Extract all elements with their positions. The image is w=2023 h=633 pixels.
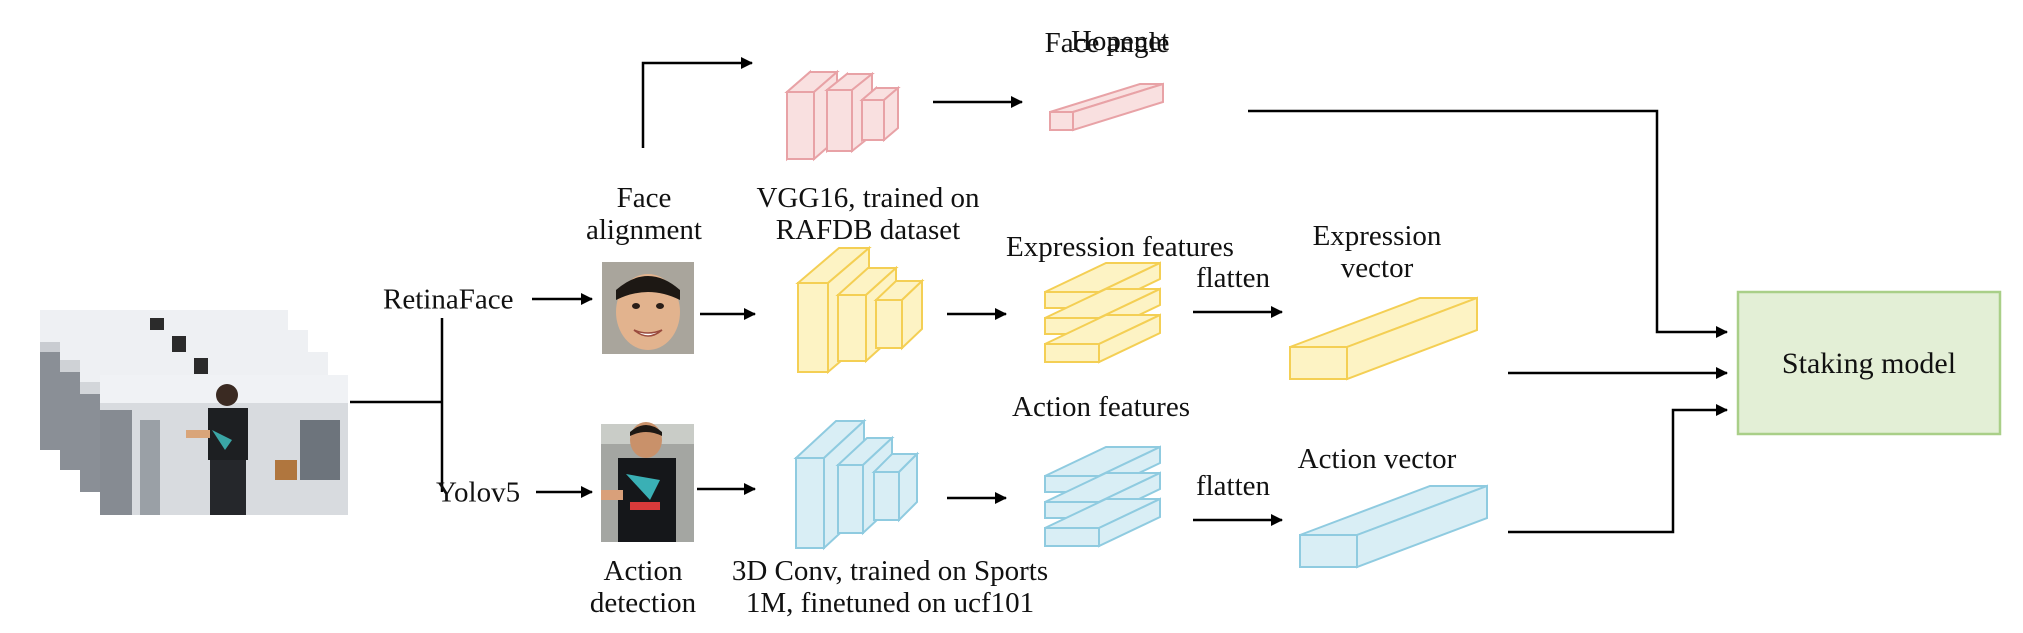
expression-features-block xyxy=(1044,261,1161,364)
action-vector-block xyxy=(1299,484,1488,569)
action-detection-line-1: Action xyxy=(603,555,683,587)
video-frame-4 xyxy=(100,375,348,515)
face-alignment-to-hopenet-arrow xyxy=(641,57,753,148)
action-vector-to-staking-arrow xyxy=(1508,404,1728,534)
face-crop-thumbnail xyxy=(602,262,694,354)
expression-features-label: Expression features xyxy=(1006,231,1234,263)
vgg16-network-block xyxy=(795,245,925,375)
expression-vector-line-2: vector xyxy=(1340,251,1414,284)
expression-vector-line-1: Expression xyxy=(1312,220,1442,252)
conv3d-network-block xyxy=(793,418,920,551)
hopenet-label: Hopenet xyxy=(1070,25,1170,57)
face-angle-title: Face angle xyxy=(1044,27,1170,59)
face-angle-vector-block xyxy=(1049,82,1164,132)
staking-model-box xyxy=(1736,290,2002,436)
face-angle-to-staking-arrow xyxy=(1248,109,1728,338)
face-alignment-line-1: Face xyxy=(616,182,672,214)
action-features-label: Action features xyxy=(1012,391,1190,423)
vgg-caption: VGG16, trained on RAFDB dataset xyxy=(756,182,980,247)
action-vector-label: Action vector xyxy=(1297,443,1457,475)
hopenet-network-block xyxy=(784,69,901,162)
video-frames-thumbnail xyxy=(40,310,348,515)
retinaface-label: RetinaFace xyxy=(383,283,514,316)
face-alignment-label: Face alignment xyxy=(586,182,702,247)
flatten-top-label: flatten xyxy=(1195,262,1271,294)
action-features-block xyxy=(1044,445,1161,548)
action-detection-line-2: detection xyxy=(589,586,697,619)
yolov5-label: Yolov5 xyxy=(436,476,521,509)
expression-vector-block xyxy=(1289,296,1478,381)
connector-lines xyxy=(350,57,1728,534)
staking-model-label: Staking model xyxy=(1781,347,1957,380)
vgg-caption-line-2: RAFDB dataset xyxy=(775,213,961,246)
conv3d-caption-line-1: 3D Conv, trained on Sports xyxy=(731,555,1049,587)
action-detection-label: Action detection xyxy=(589,555,697,620)
flatten-bottom-label: flatten xyxy=(1195,470,1271,502)
conv3d-caption: 3D Conv, trained on Sports 1M, finetuned… xyxy=(731,555,1049,620)
person-crop-thumbnail xyxy=(601,422,694,542)
face-alignment-line-2: alignment xyxy=(586,213,702,246)
expression-vector-label: Expression vector xyxy=(1312,220,1442,285)
vgg-caption-line-1: VGG16, trained on xyxy=(756,182,980,214)
conv3d-caption-line-2: 1M, finetuned on ucf101 xyxy=(745,586,1035,619)
